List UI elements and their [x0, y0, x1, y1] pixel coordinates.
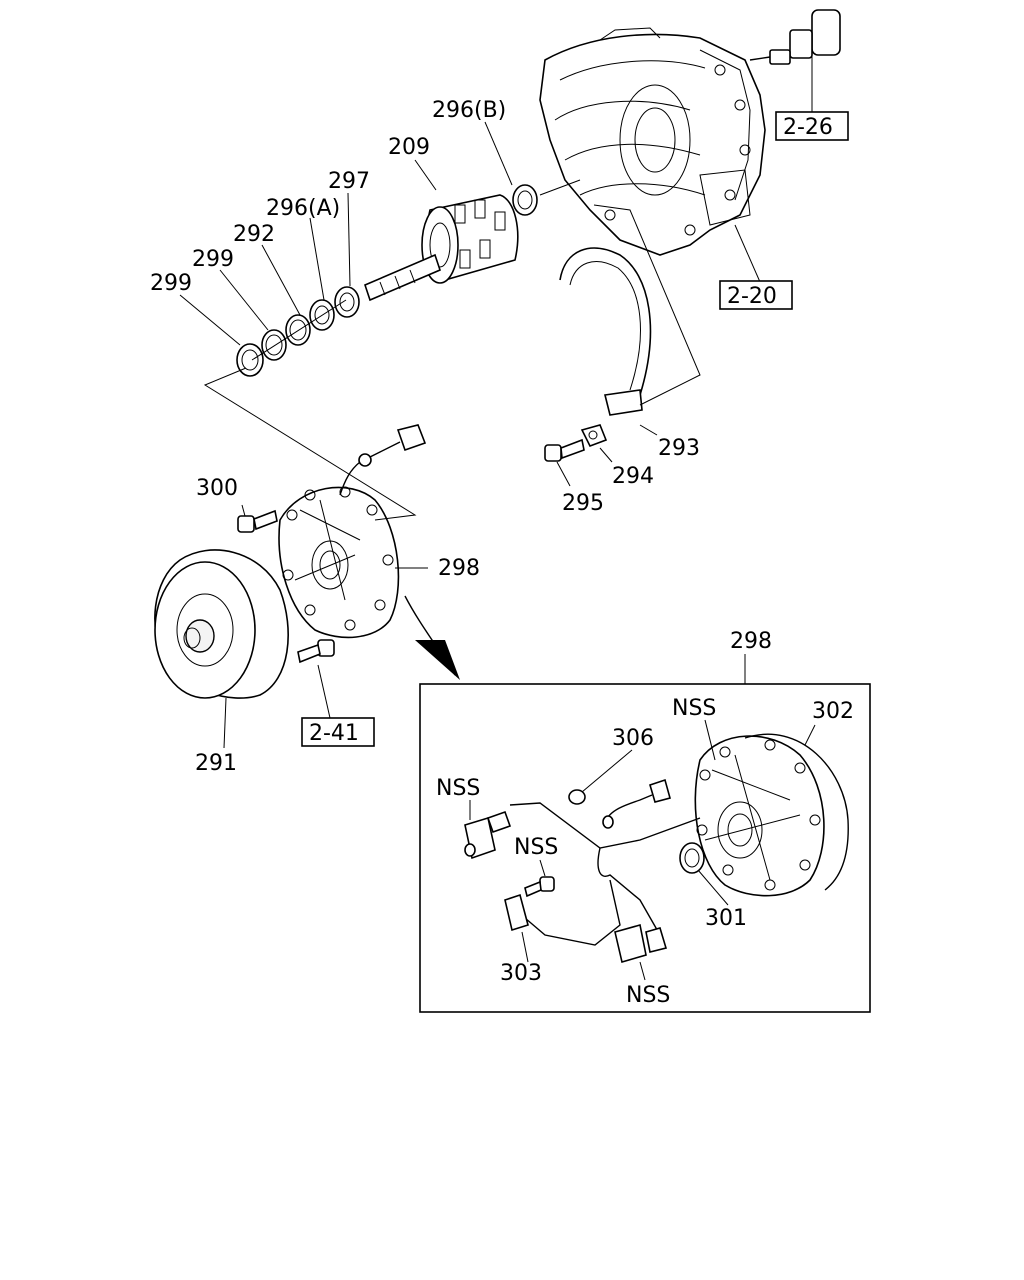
inset-arrow: [404, 595, 460, 680]
pump-harness: [339, 424, 427, 496]
callout-296a: 296(A): [266, 196, 340, 221]
callout-298: 298: [438, 556, 480, 581]
o-ring-302: [744, 733, 849, 891]
seal-ring-299a: [261, 329, 287, 361]
output-shaft-fitting: [749, 9, 841, 65]
seal-ring-292: [285, 314, 311, 346]
reference-2-26[interactable]: 2-26: [775, 111, 849, 141]
band-strut-294: [580, 424, 608, 448]
callout-294: 294: [612, 464, 654, 489]
svg-text:2-41: 2-41: [309, 721, 359, 746]
leader-lines: [179, 55, 813, 749]
inset-harness: [509, 778, 701, 946]
reference-2-20[interactable]: 2-20: [719, 280, 793, 310]
inset-bolt: [524, 876, 555, 898]
callout-300: 300: [196, 476, 238, 501]
callout-306: 306: [612, 726, 654, 751]
svg-text:2-20: 2-20: [727, 284, 777, 309]
callout-298-inset: 298: [730, 629, 772, 654]
inset-leader-lines: [469, 719, 816, 981]
turbine-shaft-209: [364, 194, 519, 302]
callout-302: 302: [812, 699, 854, 724]
callout-297: 297: [328, 169, 370, 194]
torque-converter-291: [154, 549, 289, 699]
reference-2-41[interactable]: 2-41: [301, 717, 375, 747]
callout-nss-middle: NSS: [514, 835, 558, 860]
bolt-295: [544, 438, 585, 462]
seal-ring-296b: [512, 184, 538, 216]
transmission-housing: [539, 27, 766, 256]
svg-text:2-26: 2-26: [783, 115, 833, 140]
solenoid-valve-left: [464, 810, 512, 860]
callout-291: 291: [195, 751, 237, 776]
callout-293: 293: [658, 436, 700, 461]
seal-ring-297: [334, 286, 360, 318]
clip-306: [568, 789, 586, 805]
callout-292: 292: [233, 222, 275, 247]
brake-band: [559, 247, 652, 416]
oil-pump-298: [278, 486, 400, 639]
callout-299-lower: 299: [150, 271, 192, 296]
callout-296b: 296(B): [432, 98, 506, 123]
valve-bracket-303: [504, 893, 529, 932]
callout-301: 301: [705, 906, 747, 931]
converter-bolt: [297, 639, 335, 664]
callout-nss-left: NSS: [436, 776, 480, 801]
callout-303: 303: [500, 961, 542, 986]
callout-nss-top: NSS: [672, 696, 716, 721]
callout-299-upper: 299: [192, 247, 234, 272]
seal-ring-299b: [236, 343, 264, 377]
callout-209: 209: [388, 135, 430, 160]
solenoid-valve-right: [614, 923, 668, 964]
callout-295: 295: [562, 491, 604, 516]
oil-seal-301: [679, 842, 705, 874]
callout-nss-bottom: NSS: [626, 983, 670, 1008]
bolt-300: [237, 509, 278, 533]
inset-pump-body: [694, 735, 825, 897]
